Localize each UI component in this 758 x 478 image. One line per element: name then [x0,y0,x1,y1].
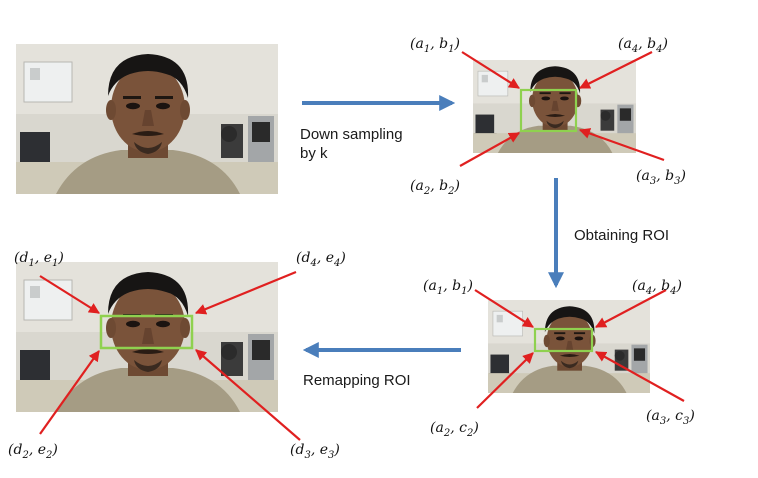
coord-label-large-bottom-1: (d1, e1) [14,250,64,269]
coord-label-small-bottom-3: (a2, c2) [430,420,479,439]
coord-label-small-bottom-2: (a4, b4) [632,278,682,297]
coord-label-small-bottom-4: (a3, c3) [646,408,695,427]
roi-box-obtained [533,327,594,353]
pointer-d1-e1 [39,275,100,314]
coord-label-large-bottom-2: (d4, e4) [296,250,346,269]
downsample-label-line1: Down sampling [300,126,403,143]
pointer-a2-c2-bottom [476,352,534,409]
pointer-a3-c3-bottom [595,351,685,402]
pointer-d3-e3 [195,349,301,441]
coord-label-small-top-1: (a1, b1) [410,36,460,55]
pointer-a2-b2-top [459,132,520,167]
roi-box-downsampled [519,88,578,133]
pointer-d2-e2 [39,350,100,435]
pointer-a4-b4-top [579,51,653,89]
pointer-arrows [39,51,685,441]
obtain-roi-label: Obtaining ROI [574,227,669,244]
coord-label-small-top-2: (a4, b4) [618,36,668,55]
pointer-a4-b4-bottom [595,289,667,328]
remap-roi-label: Remapping ROI [303,372,411,389]
coord-label-large-bottom-4: (d3, e3) [290,442,340,461]
coord-label-large-bottom-3: (d2, e2) [8,442,58,461]
roi-box-remapped [99,314,194,350]
pointer-d4-e4 [194,270,297,315]
coord-label-small-top-3: (a2, b2) [410,178,460,197]
pointer-a3-b3-top [578,128,665,162]
coord-label-small-top-4: (a3, b3) [636,168,686,187]
coord-label-small-bottom-1: (a1, b1) [423,278,473,297]
coordinate-labels: (a1, b1) (a4, b4) (a2, b2) (a3, b3) (a1, b1)… [8,36,695,461]
pointer-a1-b1-bottom [474,289,534,328]
downsample-label-line2: by k [300,145,328,162]
pointer-a1-b1-top [461,51,520,89]
original-image [16,44,278,194]
